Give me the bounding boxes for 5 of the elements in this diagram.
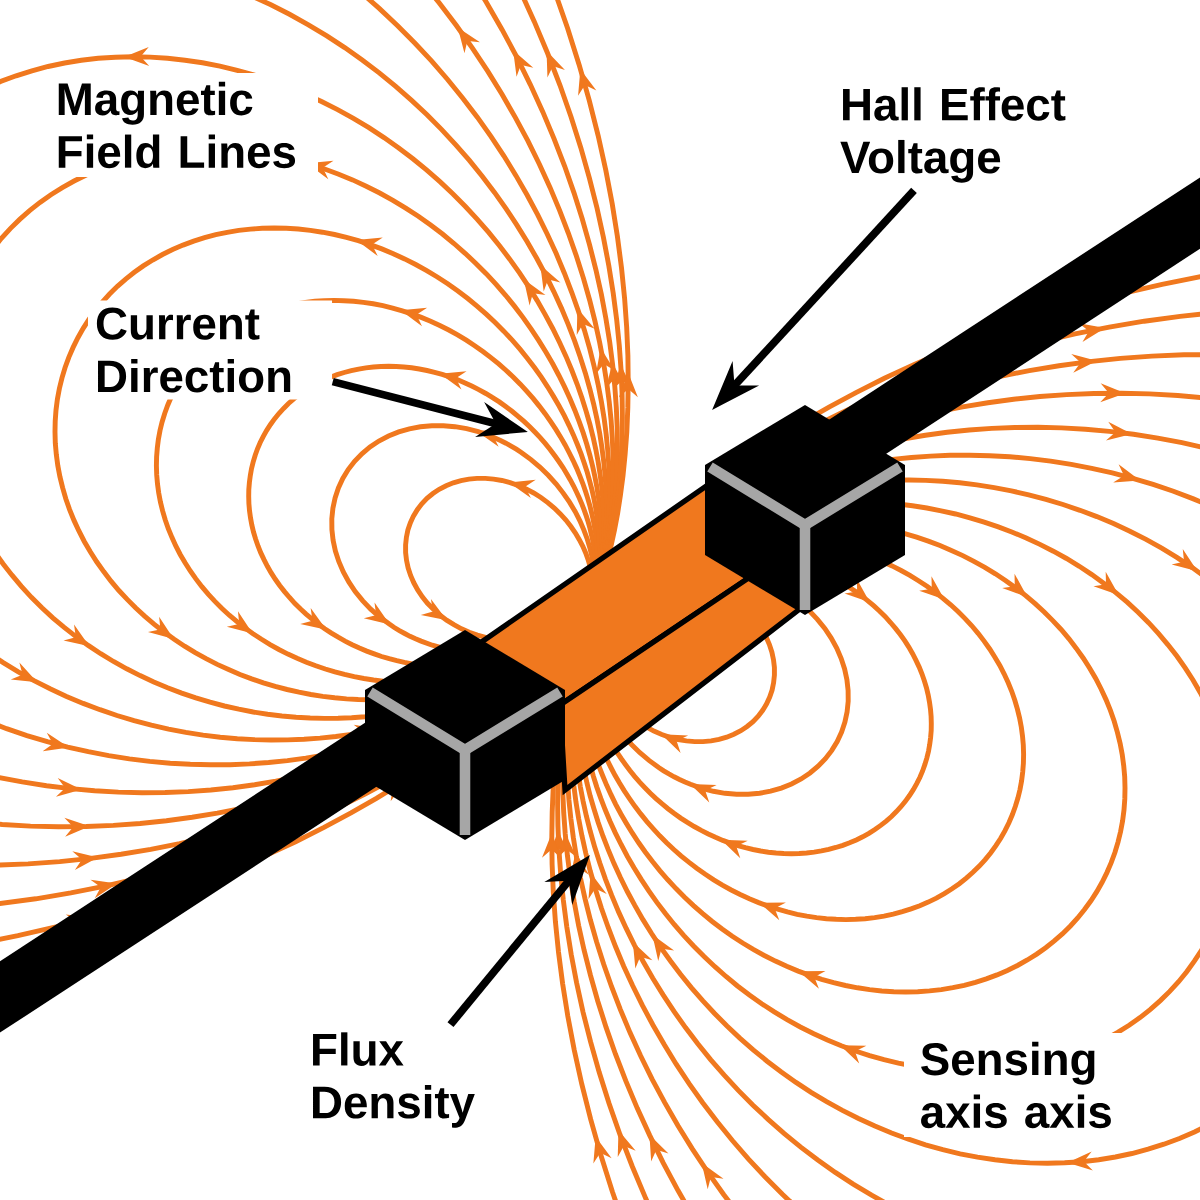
- callout-text: Current Direction: [87, 300, 333, 400]
- callout-text: Flux Density: [302, 1025, 508, 1135]
- label-text: Magnetic Field Lines: [58, 81, 296, 169]
- callout-text: Hall Effect Voltage: [833, 80, 1098, 190]
- label-text: Sensing axis axis: [921, 1041, 1111, 1129]
